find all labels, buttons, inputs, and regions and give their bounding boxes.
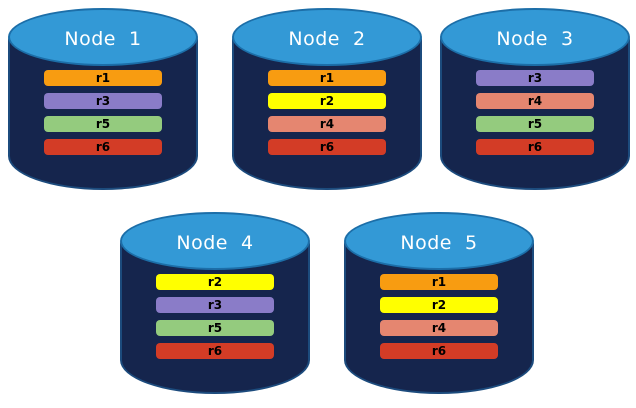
- replica-list: r1 r2 r4 r6: [232, 70, 422, 155]
- replica-bar-r1: r1: [268, 70, 386, 86]
- cylinder-top-ellipse: [344, 212, 534, 270]
- replica-list: r1 r2 r4 r6: [344, 274, 534, 359]
- replica-bar-r1: r1: [44, 70, 162, 86]
- replica-bar-r5: r5: [156, 320, 274, 336]
- replica-bar-r6: r6: [44, 139, 162, 155]
- replica-bar-r2: r2: [268, 93, 386, 109]
- replica-bar-r5: r5: [476, 116, 594, 132]
- replica-bar-r4: r4: [476, 93, 594, 109]
- cylinder-top-ellipse: [120, 212, 310, 270]
- replica-bar-r1: r1: [380, 274, 498, 290]
- cylinder-top-ellipse: [232, 8, 422, 66]
- cylinder-top-ellipse: [440, 8, 630, 66]
- replica-bar-r2: r2: [156, 274, 274, 290]
- replica-bar-r6: r6: [476, 139, 594, 155]
- replica-bar-r3: r3: [44, 93, 162, 109]
- replica-bar-r4: r4: [268, 116, 386, 132]
- replica-bar-r4: r4: [380, 320, 498, 336]
- replica-list: r2 r3 r5 r6: [120, 274, 310, 359]
- replica-bar-r5: r5: [44, 116, 162, 132]
- replica-bar-r6: r6: [380, 343, 498, 359]
- replica-bar-r2: r2: [380, 297, 498, 313]
- replica-bar-r3: r3: [156, 297, 274, 313]
- replica-list: r1 r3 r5 r6: [8, 70, 198, 155]
- replica-list: r3 r4 r5 r6: [440, 70, 630, 155]
- replica-bar-r3: r3: [476, 70, 594, 86]
- replica-bar-r6: r6: [268, 139, 386, 155]
- cylinder-top-ellipse: [8, 8, 198, 66]
- replica-bar-r6: r6: [156, 343, 274, 359]
